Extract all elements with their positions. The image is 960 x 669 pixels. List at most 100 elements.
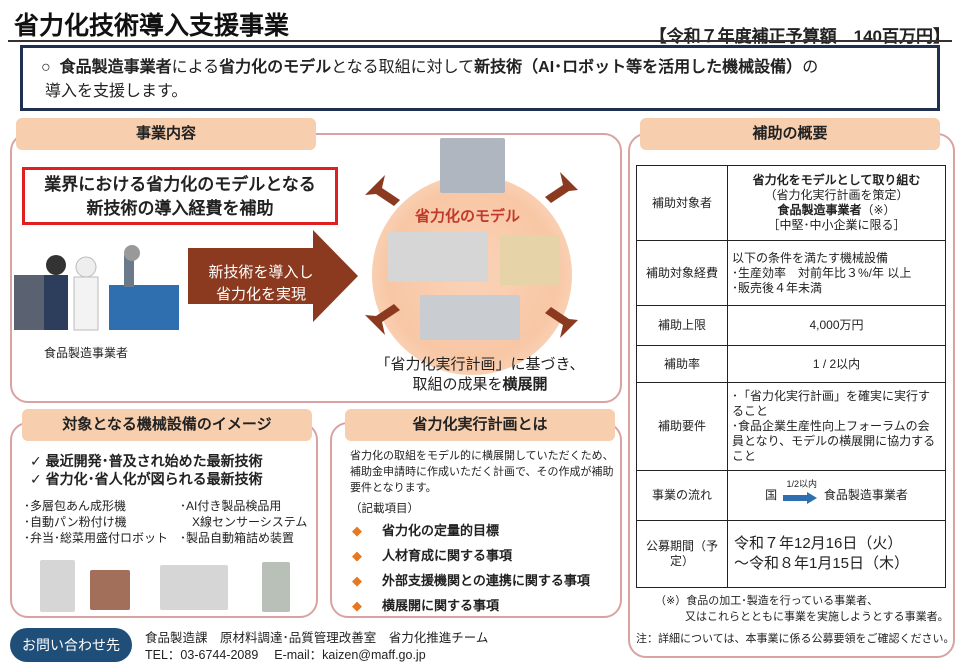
flow-arrow: 1/2以内 (781, 479, 821, 504)
value-line: 令和７年12月16日（火） (734, 535, 903, 552)
diamond-icon: ◆ (352, 548, 362, 563)
equipment-item: ･多層包あん成形機 (24, 499, 127, 513)
lead-text: 省力化のモデル (219, 59, 332, 76)
value-line: ･食品企業生産性向上フォーラムの会員となり、モデルの横展開に協力すること (732, 419, 936, 463)
budget-label: 【令和７年度補正予算額 140百万円】 (649, 27, 950, 46)
row-value: ･「省力化実行計画」を確実に実行すること･食品企業生産性向上フォーラムの会員とな… (727, 382, 946, 471)
equipment-list-right: ･AI付き製品検品用 X線センサーシステム ･製品自動箱詰め装置 (180, 498, 307, 546)
arrow-right-icon (782, 491, 817, 504)
row-header: 事業の流れ (636, 470, 728, 521)
equipment-image (40, 560, 75, 612)
overview-footnote: （※）食品の加工･製造を行っている事業者、 又はこれらとともに事業を実施しようと… (655, 593, 949, 625)
diamond-icon: ◆ (352, 598, 362, 613)
value-line: （省力化実行計画を策定） (764, 188, 909, 202)
caption-line: 取組の成果を (412, 376, 503, 393)
equipment-checks: ✓ 最近開発･普及され始めた最新技術 ✓ 省力化･省人化が図られる最新技術 (30, 452, 263, 488)
contact-button[interactable]: お問い合わせ先 (10, 628, 132, 662)
row-value: 以下の条件を満たす機械設備･生産効率 対前年比３%/年 以上･販売後４年未満 (727, 240, 946, 306)
plan-item: ◆ 横展開に関する事項 (352, 593, 590, 618)
flow-cell: 国 1/2以内 食品製造事業者 (727, 470, 946, 521)
flow-to: 食品製造事業者 (823, 488, 908, 502)
spread-arrows (365, 172, 578, 338)
diamond-icon: ◆ (352, 523, 362, 538)
robot-line-image (388, 232, 488, 282)
equipment-tab: 対象となる機械設備のイメージ (22, 409, 312, 441)
value-line: ～令和８年1月15日（木） (734, 555, 910, 572)
lead-text: 食品製造事業者 (59, 59, 172, 76)
value-line: ［中堅･中小企業に限る］ (767, 218, 906, 232)
highlight-line: 業界における省力化のモデルとなる (44, 175, 316, 194)
caption-line: 「省力化実行計画」に基づき、 (375, 356, 585, 373)
overview-table: 補助対象者 省力化をモデルとして取り組む（省力化実行計画を策定）食品製造事業者（… (636, 165, 946, 588)
highlight-line: 新技術の導入経費を補助 (86, 199, 274, 218)
factory-illustration (14, 245, 179, 331)
page-title: 省力化技術導入支援事業 (14, 12, 290, 40)
plan-item: ◆ 省力化の定量的目標 (352, 518, 590, 543)
equipment-item: ･自動パン粉付け機 (24, 515, 127, 529)
lead-text: 新技術（AI･ロボット等を活用した機械設備） (474, 59, 803, 76)
table-row: 補助対象者 省力化をモデルとして取り組む（省力化実行計画を策定）食品製造事業者（… (636, 165, 946, 241)
table-row: 補助要件 ･「省力化実行計画」を確実に実行すること･食品企業生産性向上フォーラム… (636, 382, 946, 471)
value-line: ･生産効率 対前年比３%/年 以上 (732, 265, 912, 280)
diamond-icon: ◆ (352, 573, 362, 588)
lead-text: の (802, 59, 819, 76)
row-header: 補助対象経費 (636, 240, 728, 306)
equipment-image (90, 570, 130, 610)
overview-tab: 補助の概要 (640, 118, 940, 150)
table-row: 公募期間（予定） 令和７年12月16日（火） ～令和８年1月15日（木） (636, 520, 946, 588)
arrow-line: 新技術を導入し (208, 264, 314, 281)
plan-item-text: 省力化の定量的目標 (382, 523, 500, 538)
note-line: （※）食品の加工･製造を行っている事業者、 (655, 595, 879, 607)
overview-note: 注：詳細については、本事業に係る公募要領をご確認ください。 (636, 633, 955, 645)
arrow-text: 新技術を導入し省力化を実現 (196, 262, 326, 306)
plan-item: ◆ 外部支援機関との連携に関する事項 (352, 568, 590, 593)
equipment-item: ･AI付き製品検品用 (180, 499, 282, 513)
equipment-image (262, 562, 290, 612)
value-line: （※） (861, 203, 896, 217)
plan-items-label: （記載項目） (350, 503, 419, 515)
lead-text: 導入を支援します。 (45, 83, 188, 100)
lead-text: による (171, 59, 220, 76)
equipment-item: ･弁当･総菜用盛付ロボット (24, 531, 169, 545)
check-item: ✓ 省力化･省人化が図られる最新技術 (30, 471, 263, 487)
value-line: ･「省力化実行計画」を確実に実行すること (732, 389, 931, 418)
equipment-image (160, 565, 228, 610)
model-label: 省力化のモデル (415, 208, 521, 225)
contact-tel-email: TEL：03-6744-2089 E-mail：kaizen@maff.go.j… (145, 648, 426, 662)
plan-item-text: 外部支援機関との連携に関する事項 (382, 573, 590, 588)
arrow-line: 省力化を実現 (215, 286, 306, 303)
table-row: 事業の流れ 国 1/2以内 食品製造事業者 (636, 470, 946, 521)
lead-bullet: ○ (41, 59, 51, 76)
equipment-list-left: ･多層包あん成形機 ･自動パン粉付け機 ･弁当･総菜用盛付ロボット (24, 498, 168, 546)
robot-arm-image (500, 235, 560, 285)
machine-image (420, 295, 520, 340)
row-header: 補助対象者 (636, 165, 728, 241)
business-tab: 事業内容 (16, 118, 316, 150)
business-panel (10, 133, 622, 403)
value-line: 食品製造事業者 (777, 203, 862, 217)
plan-description: 省力化の取組をモデル的に横展開していただくため、補助金申請時に作成いただく計画で… (350, 450, 614, 494)
equipment-item: X線センサーシステム (180, 515, 308, 529)
note-line: 又はこれらとともに事業を実施しようとする事業者。 (685, 611, 949, 623)
table-row: 補助対象経費 以下の条件を満たす機械設備･生産効率 対前年比３%/年 以上･販売… (636, 240, 946, 306)
contact-info: 食品製造課 原材料調達･品質管理改善室 省力化推進チーム TEL：03-6744… (145, 630, 488, 664)
contact-dept: 食品製造課 原材料調達･品質管理改善室 省力化推進チーム (145, 631, 489, 645)
model-caption: 「省力化実行計画」に基づき、 取組の成果を横展開 (355, 355, 605, 395)
flow-rate: 1/2以内 (786, 478, 818, 489)
subsidy-highlight: 業界における省力化のモデルとなる 新技術の導入経費を補助 (22, 167, 338, 225)
title-divider (8, 40, 952, 42)
plan-tab: 省力化実行計画とは (345, 409, 615, 441)
row-header: 補助率 (636, 345, 728, 383)
plan-item-text: 横展開に関する事項 (382, 598, 500, 613)
operator-label: 食品製造事業者 (44, 346, 129, 360)
lead-text: となる取組に対して (331, 59, 475, 76)
plan-item: ◆人材育成に関する事項 (352, 543, 590, 568)
row-value: 省力化をモデルとして取り組む（省力化実行計画を策定）食品製造事業者（※）［中堅･… (727, 165, 946, 241)
equipment-item: ･製品自動箱詰め装置 (180, 531, 295, 545)
row-header: 公募期間（予定） (636, 520, 728, 588)
value-line: 以下の条件を満たす機械設備 (732, 250, 889, 265)
lead-box: ○ 食品製造事業者による省力化のモデルとなる取組に対して新技術（AI･ロボット等… (20, 45, 940, 111)
row-value: 4,000万円 (727, 305, 946, 346)
